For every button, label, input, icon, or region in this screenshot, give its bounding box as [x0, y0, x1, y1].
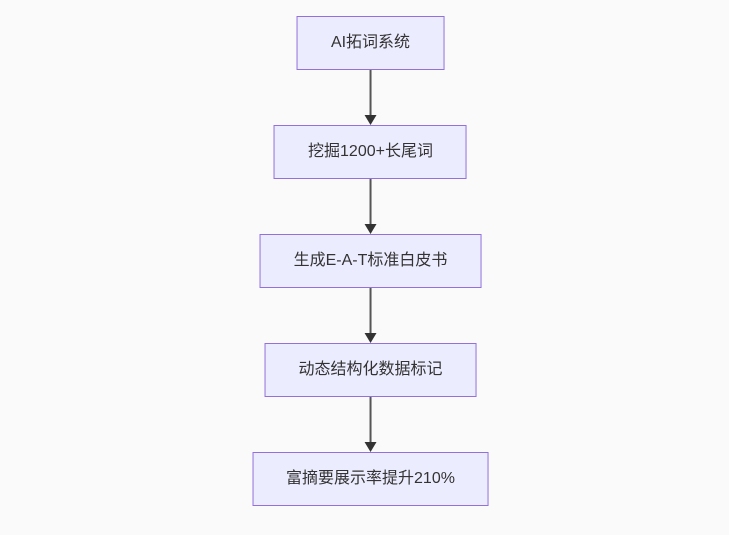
arrow-line	[369, 397, 372, 443]
arrow-line	[369, 179, 372, 225]
arrow-line	[369, 288, 372, 334]
arrow-head-icon	[364, 115, 377, 125]
flowchart: AI拓词系统 挖掘1200+长尾词 生成E-A-T标准白皮书 动态结构化数据标记	[252, 16, 489, 506]
node-label: 富摘要展示率提升210%	[286, 470, 455, 487]
node-label: 生成E-A-T标准白皮书	[293, 252, 448, 269]
arrow-down-1	[364, 70, 377, 125]
flow-node-rich-snippet-rate-increase: 富摘要展示率提升210%	[252, 452, 489, 506]
node-label: 动态结构化数据标记	[298, 361, 443, 378]
flow-node-ai-word-expansion-system: AI拓词系统	[296, 16, 445, 70]
arrow-head-icon	[364, 224, 377, 234]
node-label: 挖掘1200+长尾词	[308, 143, 433, 160]
flow-node-generate-eat-whitepaper: 生成E-A-T标准白皮书	[259, 234, 482, 288]
flow-node-mine-longtail-keywords: 挖掘1200+长尾词	[274, 125, 467, 179]
arrow-head-icon	[364, 442, 377, 452]
arrow-down-4	[364, 397, 377, 452]
arrow-line	[369, 70, 372, 116]
arrow-head-icon	[364, 333, 377, 343]
node-label: AI拓词系统	[330, 34, 411, 51]
arrow-down-2	[364, 179, 377, 234]
flow-node-dynamic-structured-data-markup: 动态结构化数据标记	[264, 343, 477, 397]
arrow-down-3	[364, 288, 377, 343]
